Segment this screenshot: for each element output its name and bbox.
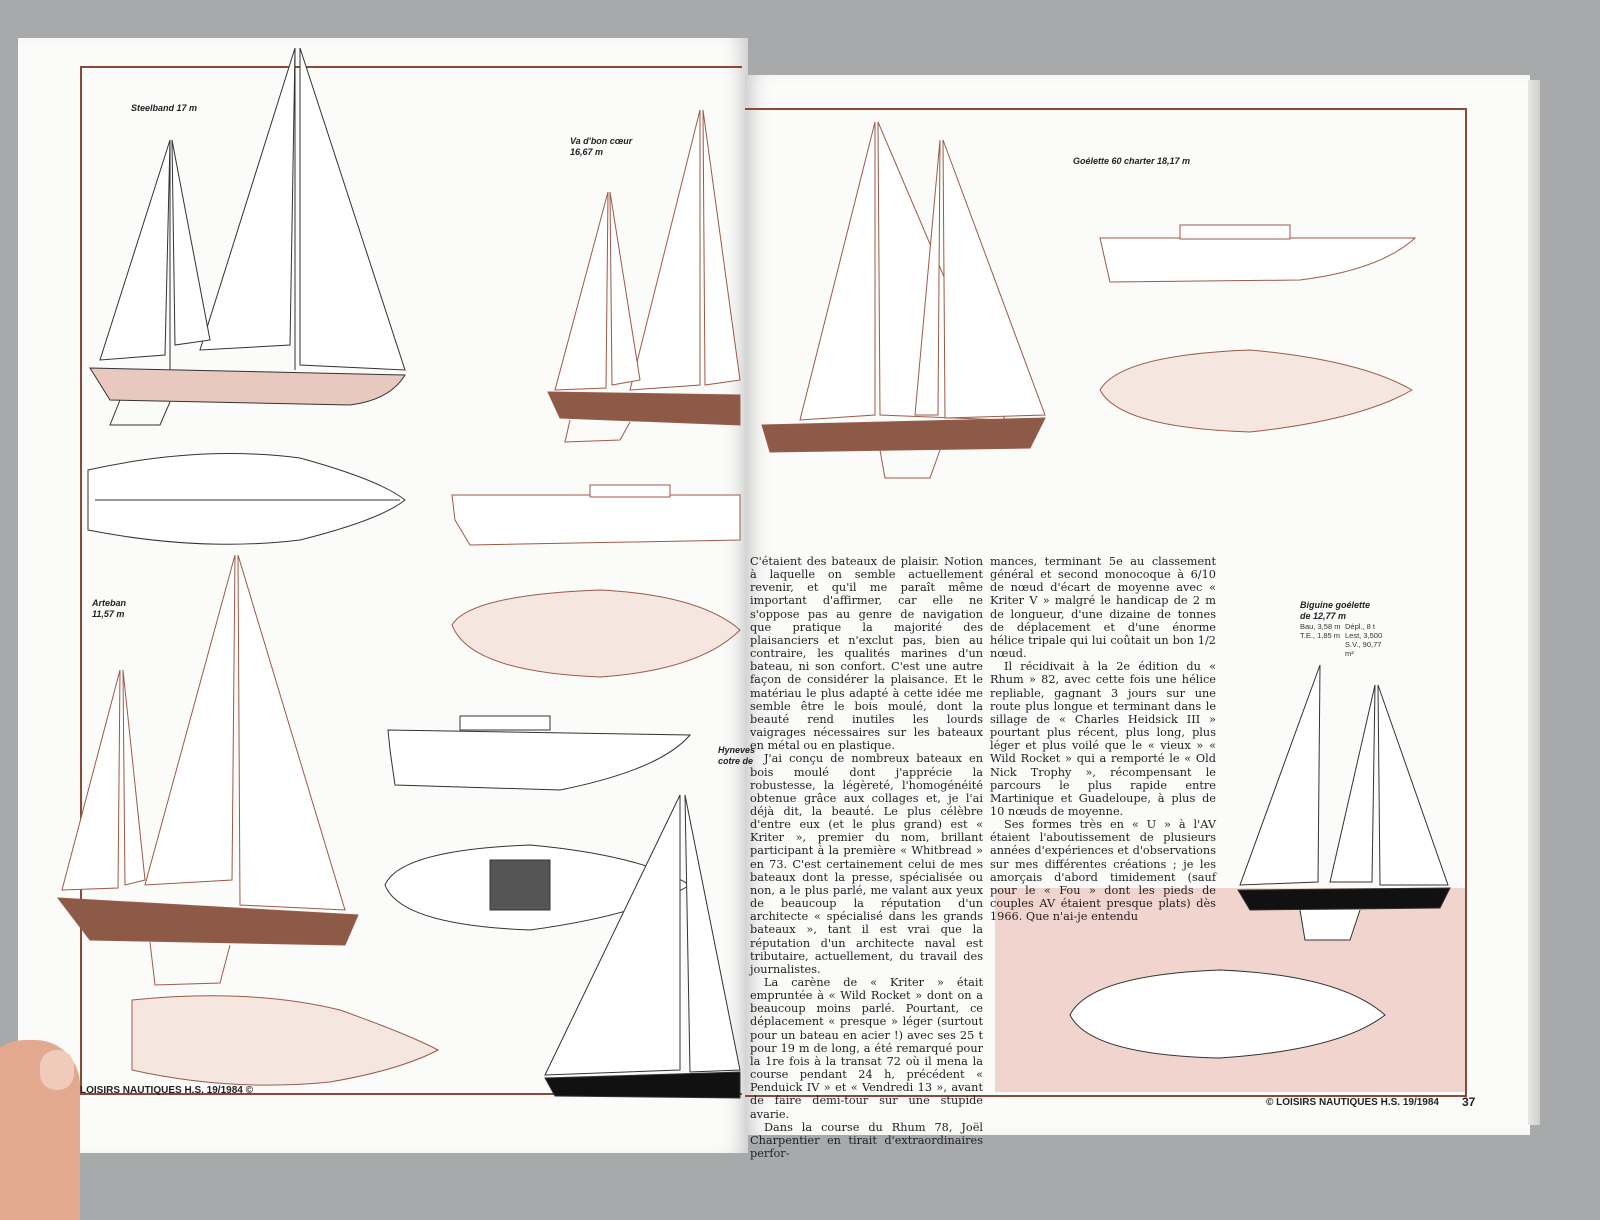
label-line: Va d'bon cœur: [570, 136, 633, 146]
thumb-nail: [40, 1050, 74, 1090]
label-line: Arteban: [92, 598, 127, 608]
footer-right: © LOISIRS NAUTIQUES H.S. 19/1984: [1266, 1097, 1439, 1108]
paragraph: La carène de « Kriter » était empruntée …: [750, 976, 983, 1121]
spec-sail-area: S.V., 90,77 m²: [1345, 640, 1382, 658]
paragraph: C'étaient des bateaux de plaisir. Notion…: [750, 555, 983, 753]
label-line: Biguine goélette: [1300, 600, 1371, 610]
copyright-icon: ©: [245, 1085, 253, 1096]
spec-displacement: Dépl., 8 t: [1345, 622, 1376, 631]
hyneves-section-drawing: [387, 715, 692, 791]
left-page-frame: [80, 66, 742, 1095]
arteban-profile-drawing: [56, 554, 359, 986]
magazine-issue: LOISIRS NAUTIQUES H.S. 19/1984: [1276, 1097, 1439, 1108]
paragraph: Il récidivait à la 2e édition du « Rhum …: [990, 660, 1216, 818]
page-number: 37: [1462, 1095, 1476, 1109]
spec-draft: T.E., 1,85 m: [1300, 631, 1341, 640]
va-bon-coeur-section-drawing: [451, 484, 741, 546]
paragraph: Ses formes très en « U » à l'AV étaient …: [990, 818, 1216, 924]
biguine-profile-drawing: [1237, 664, 1451, 941]
goelette-section-drawing: [1099, 224, 1417, 283]
biguine-plan-drawing: [1069, 969, 1386, 1059]
paragraph: J'ai conçu de nombreux bateaux en bois m…: [750, 752, 983, 976]
steelband-plan-drawing: [87, 453, 406, 545]
label-line: 16,67 m: [570, 147, 604, 157]
label-goelette: Goélette 60 charter 18,17 m: [1073, 156, 1191, 166]
paragraph: Dans la course du Rhum 78, Joël Charpent…: [750, 1120, 983, 1161]
article-column-1: C'étaient des bateaux de plaisir. Notion…: [750, 555, 983, 1160]
biguine-specs: Bau, 3,58 m Dépl., 8 t T.E., 1,85 m Lest…: [1300, 622, 1390, 658]
article-column-2: mances, terminant 5e au classement génér…: [990, 555, 1216, 923]
goelette-plan-drawing: [1099, 349, 1414, 433]
page-edges: [1528, 80, 1540, 1125]
hyneves-plan-drawing: [384, 844, 691, 931]
spec-beam: Bau, 3,58 m: [1300, 622, 1341, 631]
label-line: 11,57 m: [92, 609, 125, 619]
va-bon-coeur-profile-drawing: [547, 109, 741, 443]
paragraph: mances, terminant 5e au classement génér…: [990, 555, 1216, 661]
hyneves-profile-drawing: [544, 794, 741, 1099]
label-line: de 12,77 m: [1300, 611, 1347, 621]
label-line: Hyneves: [718, 745, 756, 755]
steelband-profile-drawing: [89, 47, 406, 426]
footer-left: LOISIRS NAUTIQUES H.S. 19/1984 ©: [80, 1085, 253, 1096]
copyright-icon: ©: [1266, 1097, 1274, 1108]
goelette-profile-drawing: [761, 121, 1046, 479]
magazine-issue: LOISIRS NAUTIQUES H.S. 19/1984: [80, 1085, 243, 1096]
arteban-plan-drawing: [131, 995, 440, 1086]
spec-ballast: Lest, 3,500: [1345, 631, 1383, 640]
label-line: cotre de: [718, 756, 754, 766]
label-steelband: Steelband 17 m: [131, 103, 198, 113]
va-bon-coeur-plan-drawing: [451, 589, 741, 678]
right-page-frame: [745, 108, 1467, 1097]
